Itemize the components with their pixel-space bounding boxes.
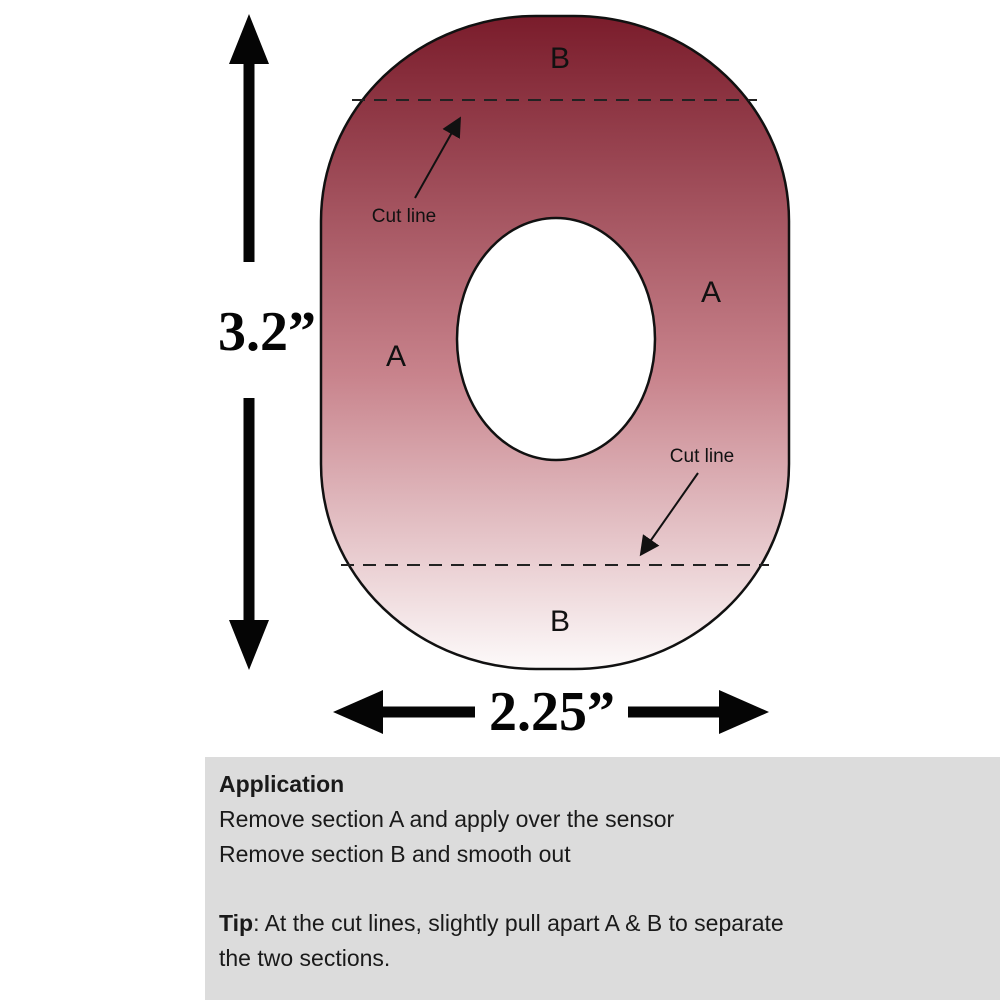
height-dimension-label: 3.2” (218, 301, 316, 363)
width-dimension-label: 2.25” (489, 681, 615, 743)
application-line-2: Remove section B and smooth out (219, 841, 571, 867)
section-a-label-right: A (701, 276, 721, 309)
section-b-label-top: B (550, 42, 570, 75)
arrowhead-right-icon (719, 690, 769, 734)
patch-diagram: B B A A Cut line Cut line 3.2” 2.25” (218, 14, 791, 743)
section-b-label-bottom: B (550, 605, 570, 638)
application-heading: Application (219, 771, 345, 797)
cut-line-top-arrow (414, 116, 461, 199)
width-dimension-arrow (333, 690, 769, 734)
cut-line-bottom-label: Cut line (670, 446, 734, 467)
cut-line-bottom-arrow (639, 472, 699, 557)
tip-label: Tip (219, 910, 254, 936)
tip-text: : At the cut lines, slightly pull apart … (219, 910, 784, 971)
arrowhead-left-icon (333, 690, 383, 734)
cut-line-top-label: Cut line (372, 206, 436, 227)
application-info-box: Application Remove section A and apply o… (205, 757, 1000, 1000)
arrowhead-down-icon (229, 620, 269, 670)
tip-paragraph: Tip: At the cut lines, slightly pull apa… (219, 906, 794, 976)
sensor-hole (455, 216, 657, 462)
arrowhead-up-icon (229, 14, 269, 64)
section-a-label-left: A (386, 340, 406, 373)
spacer (219, 872, 986, 906)
height-dimension-arrow (229, 14, 269, 670)
application-line-1: Remove section A and apply over the sens… (219, 806, 675, 832)
